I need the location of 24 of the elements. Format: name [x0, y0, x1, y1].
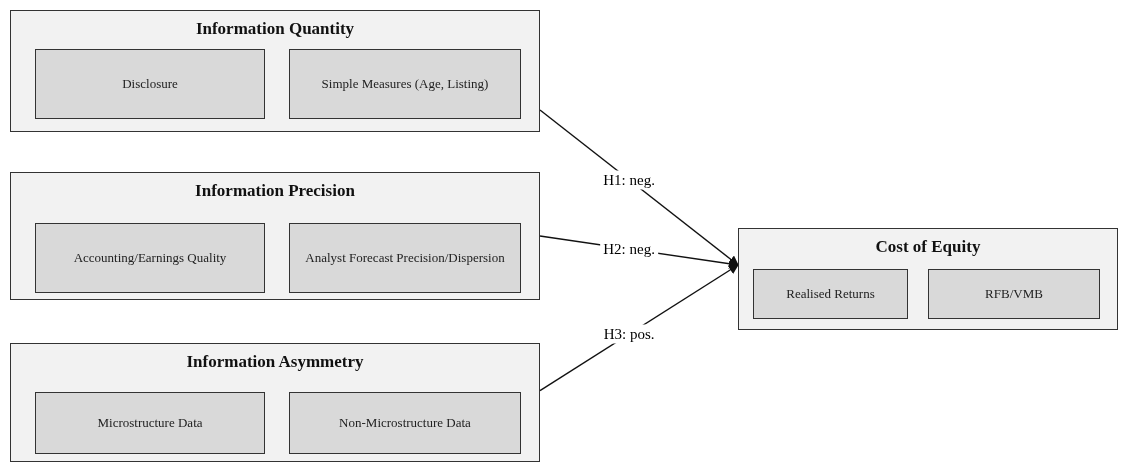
measure-label: Disclosure — [122, 76, 178, 92]
construct-box — [10, 172, 540, 300]
measure-label: RFB/VMB — [985, 286, 1043, 302]
measure-box — [289, 392, 521, 454]
measure-label: Microstructure Data — [97, 415, 203, 431]
measure-box — [35, 392, 265, 454]
measure-label: Simple Measures (Age, Listing) — [321, 76, 489, 92]
measure-box — [928, 269, 1100, 319]
measure-label: Analyst Forecast Precision/Dispersion — [305, 250, 505, 266]
construct-box — [10, 10, 540, 132]
measure-label: Accounting/Earnings Quality — [73, 250, 227, 266]
construct-heading: Information Asymmetry — [185, 352, 365, 372]
measure-box — [289, 223, 521, 293]
measure-box — [35, 223, 265, 293]
measure-box — [35, 49, 265, 119]
construct-box — [738, 228, 1118, 330]
measure-box — [289, 49, 521, 119]
construct-box — [10, 343, 540, 462]
measure-box — [753, 269, 908, 319]
measure-label: Non-Microstructure Data — [339, 415, 471, 431]
construct-heading: Cost of Equity — [874, 237, 982, 257]
construct-heading: Information Quantity — [194, 19, 356, 39]
measure-label: Realised Returns — [786, 286, 875, 302]
construct-heading: Information Precision — [194, 181, 356, 201]
